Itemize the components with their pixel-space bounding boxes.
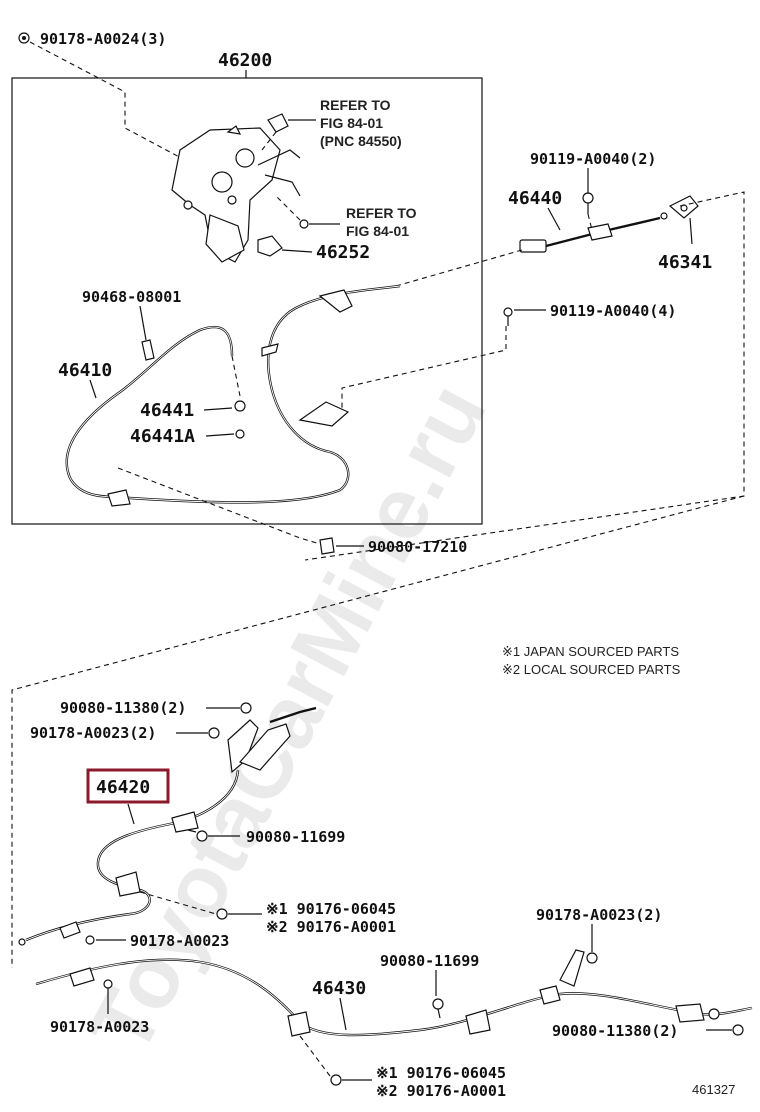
bolt-icon[interactable] — [18, 32, 30, 44]
leader-line — [29, 41, 201, 169]
bolt-icon[interactable] — [582, 192, 594, 214]
refer-text-3: (PNC 84550) — [320, 133, 402, 149]
part-label-90178-A0023-2a[interactable]: 90178-A0023(2) — [30, 724, 156, 742]
part-label-90080-11699b[interactable]: 90080-11699 — [380, 952, 479, 970]
bolt-icon[interactable] — [432, 998, 444, 1019]
part-label-90119-A0040-4[interactable]: 90119-A0040(4) — [550, 302, 676, 320]
part-label-90080-11380-2b[interactable]: 90080-11380(2) — [552, 1022, 678, 1040]
part-label-90119-A0040-2[interactable]: 90119-A0040(2) — [530, 150, 656, 168]
brake-cable-46430-icon[interactable] — [35, 949, 753, 1037]
nut-icon[interactable] — [235, 429, 245, 439]
bolt-icon[interactable] — [732, 1024, 744, 1036]
part-label-90176-A0001a[interactable]: ※2 90176-A0001 — [266, 918, 396, 936]
part-label-46430[interactable]: 46430 — [312, 978, 366, 999]
part-label-90176-06045b[interactable]: ※1 90176-06045 — [376, 1064, 506, 1082]
part-label-90178-A0024[interactable]: 90178-A0024(3) — [40, 30, 166, 48]
part-label-46441[interactable]: 46441 — [140, 400, 194, 421]
brake-cable-46420-icon[interactable] — [18, 706, 317, 946]
switch-icon[interactable] — [257, 235, 283, 257]
part-label-90178-A0023b[interactable]: 90178-A0023 — [50, 1018, 149, 1036]
brake-cable-46440-icon[interactable] — [519, 212, 668, 253]
figure-number: 461327 — [692, 1082, 735, 1097]
clip-icon[interactable] — [319, 537, 335, 555]
part-label-90176-06045a[interactable]: ※1 90176-06045 — [266, 900, 396, 918]
part-label-90080-17210[interactable]: 90080-17210 — [368, 538, 467, 556]
nut-icon[interactable] — [103, 979, 113, 989]
refer-text-5: FIG 84-01 — [346, 223, 409, 239]
part-label-90176-A0001b[interactable]: ※2 90176-A0001 — [376, 1082, 506, 1100]
bolt-icon[interactable] — [503, 307, 513, 326]
part-label-46441A[interactable]: 46441A — [130, 426, 195, 447]
assembly-box-46200 — [11, 77, 483, 525]
nut-icon[interactable] — [330, 1074, 342, 1086]
leader-line — [231, 355, 241, 397]
clamp-icon[interactable] — [141, 339, 155, 361]
part-label-46440[interactable]: 46440 — [508, 188, 562, 209]
nut-icon[interactable] — [85, 935, 95, 945]
part-label-90178-A0023-2b[interactable]: 90178-A0023(2) — [536, 906, 662, 924]
leader-line — [304, 191, 745, 561]
bolt-icon[interactable] — [240, 702, 252, 714]
leader-line — [117, 467, 321, 545]
part-label-46252[interactable]: 46252 — [316, 242, 370, 263]
part-label-46200[interactable]: 46200 — [218, 50, 272, 71]
part-label-90080-11699a[interactable]: 90080-11699 — [246, 828, 345, 846]
nut-icon[interactable] — [234, 400, 246, 412]
leader-line — [139, 891, 217, 915]
refer-text-1: REFER TO — [320, 97, 391, 113]
brake-cable-46410-icon[interactable] — [65, 284, 401, 507]
leader-line — [341, 326, 507, 408]
part-label-46341[interactable]: 46341 — [658, 252, 712, 273]
nut-icon[interactable] — [586, 952, 598, 964]
part-label-90178-A0023a[interactable]: 90178-A0023 — [130, 932, 229, 950]
nut-icon[interactable] — [216, 908, 228, 920]
refer-text-4: REFER TO — [346, 205, 417, 221]
leader-line — [395, 249, 523, 287]
bracket-icon[interactable] — [668, 195, 699, 219]
part-label-46420[interactable]: 46420 — [96, 777, 150, 798]
nut-icon[interactable] — [208, 727, 220, 739]
part-label-90468-08001[interactable]: 90468-08001 — [82, 288, 181, 306]
note-japan-sourced: ※1 JAPAN SOURCED PARTS — [502, 644, 679, 659]
leader-line — [299, 1035, 331, 1077]
refer-text-2: FIG 84-01 — [320, 115, 383, 131]
highlight-box-46420 — [86, 768, 170, 804]
note-local-sourced: ※2 LOCAL SOURCED PARTS — [502, 662, 681, 677]
part-label-90080-11380-2a[interactable]: 90080-11380(2) — [60, 699, 186, 717]
clip-icon[interactable] — [267, 113, 289, 133]
leader-line — [11, 495, 745, 968]
bolt-icon[interactable] — [187, 829, 208, 842]
part-label-46410[interactable]: 46410 — [58, 360, 112, 381]
nut-icon[interactable] — [299, 219, 309, 229]
parking-brake-pedal-icon[interactable] — [171, 125, 301, 263]
